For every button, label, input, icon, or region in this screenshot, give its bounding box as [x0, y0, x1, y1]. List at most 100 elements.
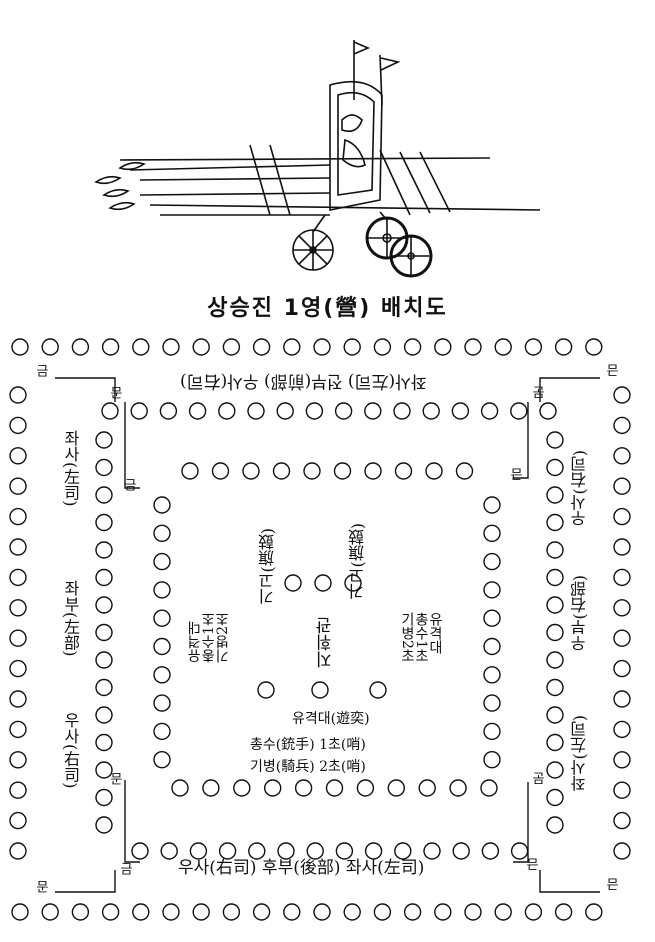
middle-circle — [95, 788, 113, 807]
middle-circle — [160, 842, 178, 860]
label-top-row: 좌사(左司) 전부(前部) 우사(右司) — [180, 371, 427, 391]
inner-circle — [153, 609, 171, 627]
inner-circle — [202, 779, 220, 797]
gate-geum-outer-bottom-right: 금 — [607, 878, 622, 891]
inner-circle — [483, 637, 501, 656]
outer-circle — [313, 338, 331, 356]
gate-line-inner-top-left — [124, 402, 140, 489]
outer-circle — [192, 903, 210, 921]
outer-circle — [313, 903, 331, 921]
outer-circle — [613, 690, 631, 708]
outer-circle — [9, 811, 27, 830]
middle-circle — [95, 596, 113, 614]
outer-circle — [613, 599, 631, 617]
middle-circle — [189, 842, 208, 860]
inner-circle — [483, 524, 501, 542]
inner-circle — [211, 462, 230, 480]
gate-mun-top-left: 문 — [107, 386, 122, 399]
outer-circle — [464, 903, 482, 921]
middle-circle — [248, 842, 266, 860]
outer-circle — [9, 507, 27, 526]
middle-circle — [159, 402, 178, 420]
middle-circle — [247, 402, 265, 420]
inner-post-circle — [369, 681, 387, 699]
outer-circle — [41, 338, 59, 356]
diagram-title: 상승진 1영(營) 배치도 — [207, 296, 448, 321]
middle-circle — [510, 402, 528, 420]
inner-circle — [242, 462, 260, 480]
left-unit-1: 유격대 — [187, 620, 203, 663]
gate-geum-inner-top-right: 금 — [511, 468, 526, 481]
bottom-unit-1: 유격대(遊奕) — [292, 711, 370, 727]
inner-post-circle — [344, 574, 362, 592]
inner-circle — [325, 779, 344, 797]
outer-circle — [494, 903, 512, 921]
label-bottom-row: 우사(右司) 후부(後部) 좌사(左司) — [178, 858, 425, 878]
gate-mun-outer-bottom-left: 문 — [33, 880, 48, 893]
outer-circle — [101, 903, 120, 921]
middle-circle — [546, 678, 564, 697]
inner-post-circle — [314, 574, 332, 592]
outer-circle — [613, 416, 631, 435]
label-flag-left: 기고(旗鼓) — [258, 528, 277, 605]
middle-circle — [546, 568, 564, 587]
inner-circle — [483, 666, 501, 684]
middle-circle — [130, 402, 148, 420]
middle-circle — [546, 486, 564, 504]
label-right-outer-2: 우부(右部) — [570, 575, 589, 652]
outer-circle — [9, 599, 27, 617]
inner-circle — [418, 779, 436, 797]
outer-circle — [162, 903, 180, 921]
label-left-outer-2: 좌부(左部) — [61, 580, 80, 657]
gate-line-inner-bottom-right — [513, 782, 529, 863]
outer-circle — [613, 386, 631, 404]
inner-circle — [480, 779, 498, 797]
gate-geum-outer-top-left: 금 — [33, 364, 48, 377]
outer-circle — [613, 568, 631, 587]
outer-circle — [343, 903, 361, 921]
gate-line-inner-bottom-left — [124, 780, 140, 863]
outer-circle — [9, 477, 27, 495]
outer-circle — [585, 903, 603, 921]
inner-post-circle — [284, 574, 302, 592]
outer-circle — [464, 338, 482, 356]
inner-circle — [294, 779, 313, 797]
outer-circle — [9, 447, 27, 465]
inner-circle — [425, 462, 443, 480]
inner-circle — [303, 462, 321, 480]
inner-circle — [356, 779, 375, 797]
middle-circle — [452, 842, 470, 860]
label-center-command: 지휘관 — [316, 617, 336, 668]
outer-circle — [613, 781, 631, 799]
outer-circle — [71, 903, 90, 921]
middle-circle — [305, 402, 324, 420]
inner-circle — [483, 552, 501, 571]
outer-circle — [192, 338, 210, 356]
inner-circle — [153, 552, 171, 571]
middle-circle — [95, 541, 113, 559]
gate-geum-inner-bottom-left: 금 — [117, 862, 132, 875]
inner-circle — [153, 666, 171, 684]
inner-circle — [449, 779, 467, 797]
middle-circle — [451, 402, 470, 420]
middle-circle — [335, 842, 354, 860]
left-unit-3: 기병2초 — [215, 612, 231, 663]
gate-geum-inner-bottom-right: 금 — [527, 858, 542, 871]
inner-circle — [455, 462, 474, 480]
middle-circle — [364, 402, 382, 420]
inner-circle — [153, 751, 171, 769]
outer-circle — [434, 338, 452, 356]
outer-circle — [222, 338, 241, 356]
bottom-unit-3: 기병(騎兵) 2초(哨) — [250, 759, 366, 775]
gate-line-top-right — [539, 377, 600, 402]
middle-circle — [364, 842, 383, 860]
inner-circle — [272, 462, 291, 480]
outer-circle — [11, 338, 29, 356]
inner-circle — [153, 524, 171, 542]
middle-circle — [393, 402, 411, 420]
middle-circle — [95, 486, 113, 504]
middle-circle — [95, 733, 113, 752]
inner-circle — [153, 722, 171, 741]
